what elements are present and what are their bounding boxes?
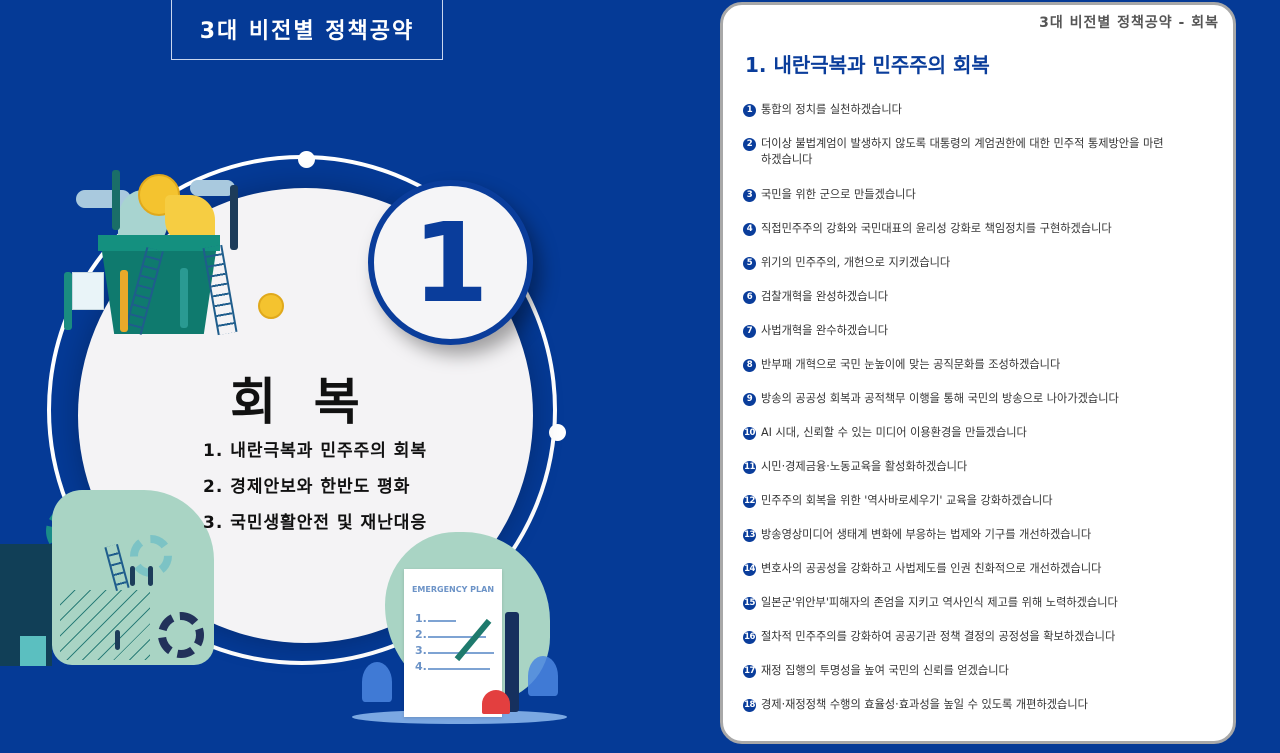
door <box>20 636 46 666</box>
pledge-item: 4 직접민주주의 강화와 국민대표의 윤리성 강화로 책임정치를 구현하겠습니다 <box>743 221 1173 237</box>
number-bullet-icon: 5 <box>743 256 756 270</box>
paper-item-number: 3. <box>415 644 427 657</box>
pledge-text: 직접민주주의 강화와 국민대표의 윤리성 강화로 책임정치를 구현하겠습니다 <box>761 222 1112 235</box>
pledge-text: 변호사의 공공성을 강화하고 사법제도를 인권 친화적으로 개선하겠습니다 <box>761 562 1102 575</box>
plant-icon <box>362 662 392 702</box>
number-bullet-icon: 17 <box>743 664 756 678</box>
person-figure <box>115 630 120 650</box>
pledge-item: 17 재정 집행의 투명성을 높여 국민의 신뢰를 얻겠습니다 <box>743 663 1173 679</box>
paper-item-number: 2. <box>415 628 427 641</box>
plant-icon <box>528 656 558 696</box>
pledge-item: 9 방송의 공공성 회복과 공적책무 이행을 통해 국민의 방송으로 나아가겠습니… <box>743 391 1173 407</box>
number-bullet-icon: 16 <box>743 630 756 644</box>
person-figure <box>505 612 519 712</box>
pledge-item: 11 시민·경제금융·노동교육을 활성화하겠습니다 <box>743 459 1173 475</box>
pledge-text: 반부패 개혁으로 국민 눈높이에 맞는 공직문화를 조성하겠습니다 <box>761 358 1061 371</box>
paper-line <box>428 636 486 638</box>
siren-icon <box>482 690 510 714</box>
pledge-card: 3대 비전별 정책공약 - 회복 1. 내란극복과 민주주의 회복 1 통합의 정… <box>720 2 1236 744</box>
paper-line <box>428 668 490 670</box>
number-bullet-icon: 9 <box>743 392 756 406</box>
pledge-item: 12 민주주의 회복을 위한 '역사바로세우기' 교육을 강화하겠습니다 <box>743 493 1173 509</box>
pledge-item: 13 방송영상미디어 생태계 변화에 부응하는 법제와 기구를 개선하겠습니다 <box>743 527 1173 543</box>
pledge-item: 8 반부패 개혁으로 국민 눈높이에 맞는 공직문화를 조성하겠습니다 <box>743 357 1173 373</box>
paper-title: EMERGENCY PLAN <box>411 585 495 594</box>
pledge-text: 절차적 민주주의를 강화하여 공공기관 정책 결정의 공정성을 확보하겠습니다 <box>761 630 1116 643</box>
number-bullet-icon: 7 <box>743 324 756 338</box>
paper-item-number: 1. <box>415 612 427 625</box>
number-bullet-icon: 2 <box>743 137 756 151</box>
number-bullet-icon: 14 <box>743 562 756 576</box>
pillar-item: 2. 경제안보와 한반도 평화 <box>203 477 411 497</box>
orbit-dot <box>549 424 566 441</box>
pledge-item: 5 위기의 민주주의, 개헌으로 지키겠습니다 <box>743 255 1173 271</box>
pledge-text: 일본군'위안부'피해자의 존엄을 지키고 역사인식 제고를 위해 노력하겠습니다 <box>761 596 1118 609</box>
number-bullet-icon: 18 <box>743 698 756 712</box>
pledge-text: 재정 집행의 투명성을 높여 국민의 신뢰를 얻겠습니다 <box>761 664 1009 677</box>
pledge-item: 16 절차적 민주주의를 강화하여 공공기관 정책 결정의 공정성을 확보하겠습니… <box>743 629 1173 645</box>
pledge-item: 14 변호사의 공공성을 강화하고 사법제도를 인권 친화적으로 개선하겠습니다 <box>743 561 1173 577</box>
gear-icon <box>158 612 204 658</box>
card-title: 1. 내란극복과 민주주의 회복 <box>745 53 990 77</box>
coin-icon <box>258 293 284 319</box>
number-bullet-icon: 15 <box>743 596 756 610</box>
card-header: 3대 비전별 정책공약 - 회복 <box>1039 15 1219 31</box>
person-figure <box>120 270 128 332</box>
pledge-item: 7 사법개혁을 완수하겠습니다 <box>743 323 1173 339</box>
person-figure <box>180 268 188 328</box>
number-bullet-icon: 13 <box>743 528 756 542</box>
emergency-plan-paper <box>404 569 502 717</box>
pledge-text: 국민을 위한 군으로 만들겠습니다 <box>761 188 916 201</box>
pledge-text: 사법개혁을 완수하겠습니다 <box>761 324 889 337</box>
page-title-box: 3대 비전별 정책공약 <box>171 0 443 60</box>
pledge-item: 18 경제·재정정책 수행의 효율성·효과성을 높일 수 있도록 개편하겠습니다 <box>743 697 1173 713</box>
orbit-dot <box>298 151 315 168</box>
pledge-text: 통합의 정치를 실천하겠습니다 <box>761 103 902 116</box>
pillar-item: 3. 국민생활안전 및 재난대응 <box>203 513 428 533</box>
number-bullet-icon: 12 <box>743 494 756 508</box>
pledge-text: 위기의 민주주의, 개헌으로 지키겠습니다 <box>761 256 951 269</box>
person-figure <box>148 566 153 586</box>
number-bullet-icon: 3 <box>743 188 756 202</box>
person-figure <box>64 272 72 330</box>
number-bullet-icon: 1 <box>743 103 756 117</box>
number-badge: 1 <box>368 180 533 345</box>
pledge-text: 민주주의 회복을 위한 '역사바로세우기' 교육을 강화하겠습니다 <box>761 494 1053 507</box>
number-bullet-icon: 8 <box>743 358 756 372</box>
paper-item-number: 4. <box>415 660 427 673</box>
number-bullet-icon: 6 <box>743 290 756 304</box>
presentation-board <box>72 272 104 310</box>
paper-line <box>428 620 456 622</box>
section-title: 회 복 <box>230 373 370 431</box>
pledge-text: 시민·경제금융·노동교육을 활성화하겠습니다 <box>761 460 968 473</box>
pledge-text: 검찰개혁을 완성하겠습니다 <box>761 290 889 303</box>
stairs <box>60 590 150 660</box>
page-title: 3대 비전별 정책공약 <box>199 18 415 44</box>
person-figure <box>112 170 120 230</box>
number-bullet-icon: 11 <box>743 460 756 474</box>
plant-pot-rim <box>98 235 220 251</box>
pledge-text: 방송영상미디어 생태계 변화에 부응하는 법제와 기구를 개선하겠습니다 <box>761 528 1092 541</box>
number-bullet-icon: 4 <box>743 222 756 236</box>
person-figure <box>130 566 135 586</box>
pledge-item: 2 더이상 불법계엄이 발생하지 않도록 대통령의 계엄권한에 대한 민주적 통제… <box>743 136 1173 168</box>
pledge-item: 1 통합의 정치를 실천하겠습니다 <box>743 102 1173 118</box>
pillar-list: 1. 내란극복과 민주주의 회복 2. 경제안보와 한반도 평화 3. 국민생활… <box>203 436 427 544</box>
pillar-item: 1. 내란극복과 민주주의 회복 <box>203 441 428 461</box>
pledge-item: 6 검찰개혁을 완성하겠습니다 <box>743 289 1173 305</box>
pledge-text: AI 시대, 신뢰할 수 있는 미디어 이용환경을 만들겠습니다 <box>761 426 1027 439</box>
person-figure <box>230 185 238 250</box>
pledge-item: 15 일본군'위안부'피해자의 존엄을 지키고 역사인식 제고를 위해 노력하겠습… <box>743 595 1173 611</box>
pledge-text: 경제·재정정책 수행의 효율성·효과성을 높일 수 있도록 개편하겠습니다 <box>761 698 1088 711</box>
pledge-item: 10 AI 시대, 신뢰할 수 있는 미디어 이용환경을 만들겠습니다 <box>743 425 1173 441</box>
number-bullet-icon: 10 <box>743 426 756 440</box>
cloud-icon <box>190 180 235 196</box>
pledge-text: 방송의 공공성 회복과 공적책무 이행을 통해 국민의 방송으로 나아가겠습니다 <box>761 392 1119 405</box>
pledge-text: 더이상 불법계엄이 발생하지 않도록 대통령의 계엄권한에 대한 민주적 통제방… <box>761 137 1164 166</box>
pledge-item: 3 국민을 위한 군으로 만들겠습니다 <box>743 187 1173 203</box>
